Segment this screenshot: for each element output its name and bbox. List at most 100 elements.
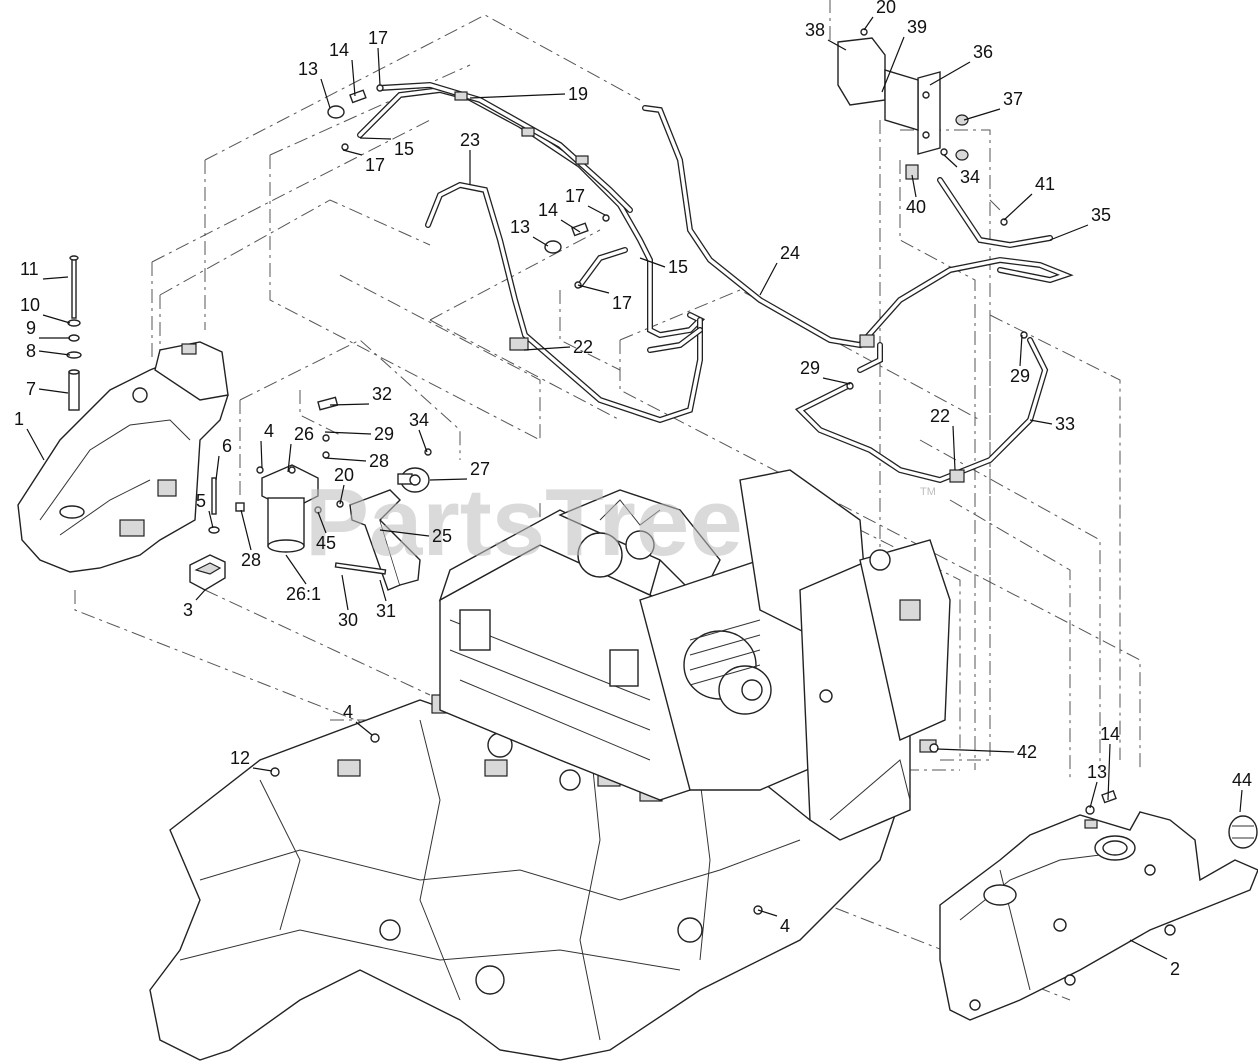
callout-c10: 10 [20, 295, 40, 315]
callout-c6: 6 [222, 436, 232, 456]
callout-c28a: 28 [369, 451, 389, 471]
hose-clamps [454, 91, 965, 483]
callout-c29a: 29 [374, 424, 394, 444]
leader-c12 [252, 767, 273, 772]
callout-c15b: 15 [668, 257, 688, 277]
leader-c29a [324, 431, 372, 435]
callout-c35: 35 [1091, 205, 1111, 225]
leader-c11 [42, 276, 69, 280]
leader-c28a [324, 457, 367, 462]
leader-c17d [577, 284, 610, 294]
leader-c37 [963, 108, 1001, 121]
leader-c4a [260, 440, 263, 469]
leader-c26 [287, 443, 292, 473]
leader-c10 [42, 314, 71, 324]
callout-c17a: 17 [368, 28, 388, 48]
callout-c36: 36 [973, 42, 993, 62]
callout-c1: 1 [14, 409, 24, 429]
callout-c17d: 17 [612, 293, 632, 313]
callout-c19: 19 [568, 84, 588, 104]
leader-c1 [26, 428, 45, 461]
leader-c39 [881, 36, 905, 93]
leader-c27 [429, 478, 468, 481]
leader-c22a [523, 346, 571, 351]
callout-c22a: 22 [573, 337, 593, 357]
callout-c12: 12 [230, 748, 250, 768]
leader-c34b [943, 154, 958, 168]
callout-c17c: 17 [565, 186, 585, 206]
part-27-fuel-pump [397, 467, 430, 493]
callout-c14a: 14 [329, 40, 349, 60]
callout-c8: 8 [26, 341, 36, 361]
part-2-right-tank [939, 811, 1258, 1021]
leader-c4b [355, 721, 373, 736]
callout-c5: 5 [196, 491, 206, 511]
leader-c20a [863, 16, 874, 31]
leader-c14c [1107, 743, 1111, 801]
leader-c7 [38, 388, 69, 394]
callout-c34a: 34 [409, 410, 429, 430]
callout-c13c: 13 [1087, 762, 1107, 782]
callout-c24: 24 [780, 243, 800, 263]
callout-c11: 11 [20, 259, 39, 279]
leader-c33 [1029, 419, 1053, 425]
leader-c29b [822, 377, 851, 385]
callout-c29c: 29 [1010, 366, 1030, 386]
leader-c13c [1089, 781, 1098, 809]
parts-7-11-mount-hardware [66, 255, 82, 411]
part-1-left-tank [17, 341, 229, 573]
leader-c40 [911, 174, 917, 198]
part-25-pump-bracket [334, 489, 421, 591]
callout-c42: 42 [1017, 742, 1037, 762]
callout-c44: 44 [1232, 770, 1252, 790]
leader-c6 [215, 455, 220, 481]
callout-c4a: 4 [264, 421, 274, 441]
leader-c41 [1003, 193, 1033, 221]
callout-c4b: 4 [343, 702, 353, 722]
callout-c40: 40 [906, 197, 926, 217]
callout-c45: 45 [316, 533, 336, 553]
watermark-text: PartsTree [305, 469, 743, 576]
leader-c15a [359, 137, 392, 140]
callout-c13a: 13 [298, 59, 318, 79]
leader-c36 [929, 61, 971, 86]
leader-c17a [377, 47, 381, 86]
hose-fittings-upper [327, 84, 610, 289]
leader-c20b [339, 484, 345, 505]
callout-c23: 23 [460, 130, 480, 150]
leader-c35 [1049, 224, 1089, 241]
callout-c7: 7 [26, 379, 36, 399]
leader-c8 [38, 350, 71, 356]
parts-3-5-6-bracket [189, 477, 226, 591]
leader-c28b [240, 509, 252, 551]
leader-c45 [317, 511, 327, 534]
callout-c14c: 14 [1100, 724, 1120, 744]
small-fittings-left [235, 396, 432, 514]
leader-c17b [342, 149, 363, 156]
leader-c25 [379, 529, 430, 537]
leader-c26_1 [285, 554, 307, 585]
callout-c29b: 29 [800, 358, 820, 378]
callout-c41: 41 [1035, 174, 1055, 194]
leader-c13b [532, 236, 549, 247]
watermark-tm: TM [920, 486, 936, 498]
leader-c17c [587, 205, 606, 216]
leader-c14a [351, 59, 356, 97]
callout-labels: 1234445678910111213131314141415151717171… [14, 0, 1252, 979]
leader-c5 [208, 510, 214, 529]
callout-c20a: 20 [876, 0, 896, 17]
leader-c13a [320, 78, 331, 109]
leader-c4c [757, 909, 778, 917]
callout-c22b: 22 [930, 406, 950, 426]
callout-c31: 31 [376, 601, 396, 621]
callout-c14b: 14 [538, 200, 558, 220]
callout-c17b: 17 [365, 155, 385, 175]
callout-c30: 30 [338, 610, 358, 630]
callout-c25: 25 [432, 526, 452, 546]
callout-c26: 26 [294, 424, 314, 444]
callout-c26_1: 26:1 [286, 584, 321, 604]
part-44-fuel-cap [1228, 815, 1258, 849]
leader-c34a [418, 429, 428, 453]
parts-36-40-vent-bracket [837, 28, 969, 180]
